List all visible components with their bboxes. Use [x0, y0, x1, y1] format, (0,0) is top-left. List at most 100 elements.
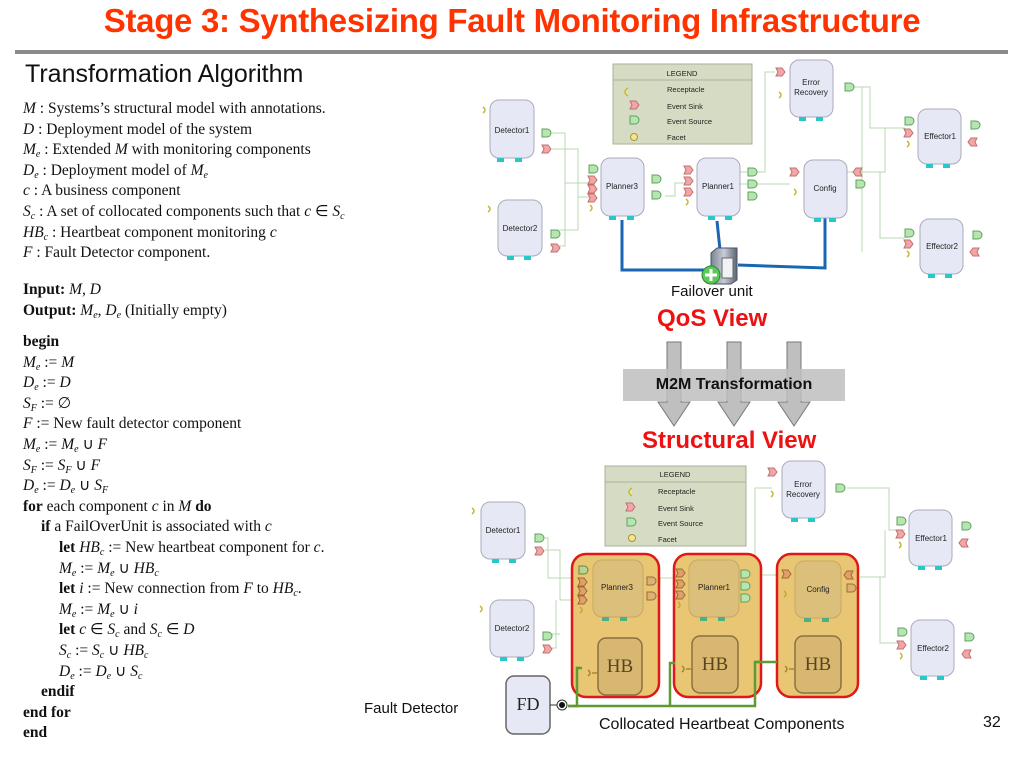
algo-line: De := D [23, 374, 71, 394]
svg-text:HB: HB [702, 654, 728, 675]
algo-line: F := New fault detector component [23, 415, 242, 433]
svg-text:Recovery: Recovery [794, 88, 828, 97]
fault-detector-component[interactable]: FD [505, 675, 568, 735]
structural-view-diagram: LEGEND Receptacle Event Sink Event Sourc… [471, 460, 975, 735]
legend-item-event-source: Event Source [667, 117, 712, 126]
collocated-heartbeat-label: Collocated Heartbeat Components [599, 716, 845, 733]
slide-title: Stage 3: Synthesizing Fault Monitoring I… [103, 2, 921, 39]
failover-unit-label: Failover unit [671, 283, 753, 300]
svg-text:Effector2: Effector2 [917, 644, 949, 653]
algo-line: SF := SF ∪ F [23, 456, 101, 476]
definition-line: De : Deployment model of Me [23, 161, 208, 181]
component-effector1[interactable]: Effector1 [895, 509, 972, 570]
svg-text:Planner1: Planner1 [698, 583, 731, 592]
svg-text:Config: Config [813, 184, 836, 193]
component-error-recovery[interactable]: Error Recovery [775, 59, 855, 121]
component-effector2[interactable]: Effector2 [903, 218, 983, 278]
legend-item-facet: Facet [658, 535, 678, 544]
output-line: Output: Me, De (Initially empty) [23, 301, 227, 321]
definitions-list: M : Systems’s structural model with anno… [23, 99, 345, 264]
svg-text:Detector2: Detector2 [503, 224, 538, 233]
component-config[interactable]: Config [789, 159, 866, 222]
collocation-group-planner3[interactable]: Planner3 HB [570, 552, 661, 699]
section-subtitle: Transformation Algorithm [25, 60, 304, 88]
receptacle-icon [624, 87, 629, 97]
component-planner3[interactable]: Planner3 [587, 157, 662, 220]
algo-line: Me := Me ∪ i [59, 600, 138, 620]
component-planner1[interactable]: Planner1 [683, 157, 758, 220]
component-detector2[interactable]: Detector2 [479, 599, 553, 661]
collocation-group-planner1[interactable]: Planner1 HB [672, 552, 763, 699]
heartbeat-component[interactable]: HB [681, 635, 739, 694]
algo-line: De := De ∪ Sc [59, 662, 143, 682]
component-effector2[interactable]: Effector2 [896, 619, 975, 680]
svg-text:HB: HB [607, 656, 633, 677]
algo-line: begin [23, 333, 60, 350]
algo-line: for each component c in M do [23, 497, 212, 515]
definition-line: F : Fault Detector component. [23, 244, 211, 262]
title-divider [15, 50, 1008, 54]
page-number: 32 [983, 714, 1001, 731]
component-detector1[interactable]: Detector1 [471, 501, 545, 563]
receptacle-icon [628, 487, 633, 497]
structural-view-heading: Structural View [642, 427, 817, 454]
qos-legend: LEGEND Receptacle Event Sink Event Sourc… [612, 63, 753, 145]
algo-line: if a FailOverUnit is associated with c [41, 518, 272, 536]
algo-line: SF := ∅ [23, 394, 72, 414]
event-source-icon [626, 517, 637, 527]
facet-icon [630, 133, 638, 141]
component-error-recovery[interactable]: Error Recovery [767, 460, 846, 522]
algo-line: Sc := Sc ∪ HBc [59, 641, 149, 661]
definition-line: c : A business component [23, 182, 181, 200]
algo-line: endif [41, 683, 75, 701]
legend-item-receptacle: Receptacle [658, 487, 696, 496]
qos-view-heading: QoS View [657, 305, 768, 332]
legend-item-event-sink: Event Sink [658, 504, 694, 513]
legend-item-event-sink: Event Sink [667, 102, 703, 111]
event-sink-icon [629, 100, 640, 110]
algo-line: Me := Me ∪ HBc [59, 559, 159, 579]
failover-unit-icon[interactable] [701, 247, 738, 285]
component-detector2[interactable]: Detector2 [487, 199, 561, 260]
input-line: Input: M, D [23, 281, 101, 298]
heartbeat-component[interactable]: HB [587, 637, 643, 696]
legend-title: LEGEND [660, 470, 691, 479]
legend-title: LEGEND [667, 69, 698, 78]
svg-text:Recovery: Recovery [786, 490, 820, 499]
structural-legend: LEGEND Receptacle Event Sink Event Sourc… [604, 465, 747, 547]
component-detector1[interactable]: Detector1 [482, 99, 552, 162]
svg-text:Error: Error [794, 480, 812, 489]
legend-item-receptacle: Receptacle [667, 85, 705, 94]
heartbeat-links [568, 660, 777, 708]
svg-text:Effector2: Effector2 [926, 242, 958, 251]
svg-text:Effector1: Effector1 [924, 132, 956, 141]
algo-line: let c ∈ Sc and Sc ∈ D [59, 621, 195, 641]
algo-line: let HBc := New heartbeat component for c… [59, 538, 325, 558]
svg-text:Planner1: Planner1 [702, 182, 735, 191]
m2m-transformation-label: M2M Transformation [623, 369, 845, 401]
heartbeat-component[interactable]: HB [784, 635, 842, 694]
svg-text:Config: Config [806, 585, 829, 594]
algo-line: end [23, 724, 48, 742]
svg-text:HB: HB [805, 654, 831, 675]
legend-item-facet: Facet [667, 133, 687, 142]
facet-icon [628, 534, 636, 542]
svg-text:Planner3: Planner3 [606, 182, 639, 191]
event-sink-icon [625, 502, 636, 512]
algo-line: let i := New connection from F to HBc. [59, 580, 302, 600]
fault-detector-label: Fault Detector [364, 700, 459, 717]
algo-line: Me := Me ∪ F [23, 435, 108, 455]
definition-line: M : Systems’s structural model with anno… [23, 100, 326, 117]
component-effector1[interactable]: Effector1 [903, 108, 981, 168]
collocation-group-config[interactable]: Config HB [775, 552, 860, 699]
definition-line: Me : Extended M with monitoring componen… [23, 141, 311, 161]
algo-line: end for [23, 703, 71, 721]
svg-text:Error: Error [802, 78, 820, 87]
algo-line: Me := M [23, 353, 75, 373]
svg-text:Detector1: Detector1 [486, 526, 521, 535]
definition-line: HBc : Heartbeat component monitoring c [23, 223, 277, 243]
definition-line: D : Deployment model of the system [23, 120, 253, 138]
svg-text:Detector1: Detector1 [495, 126, 530, 135]
legend-item-event-source: Event Source [658, 519, 703, 528]
